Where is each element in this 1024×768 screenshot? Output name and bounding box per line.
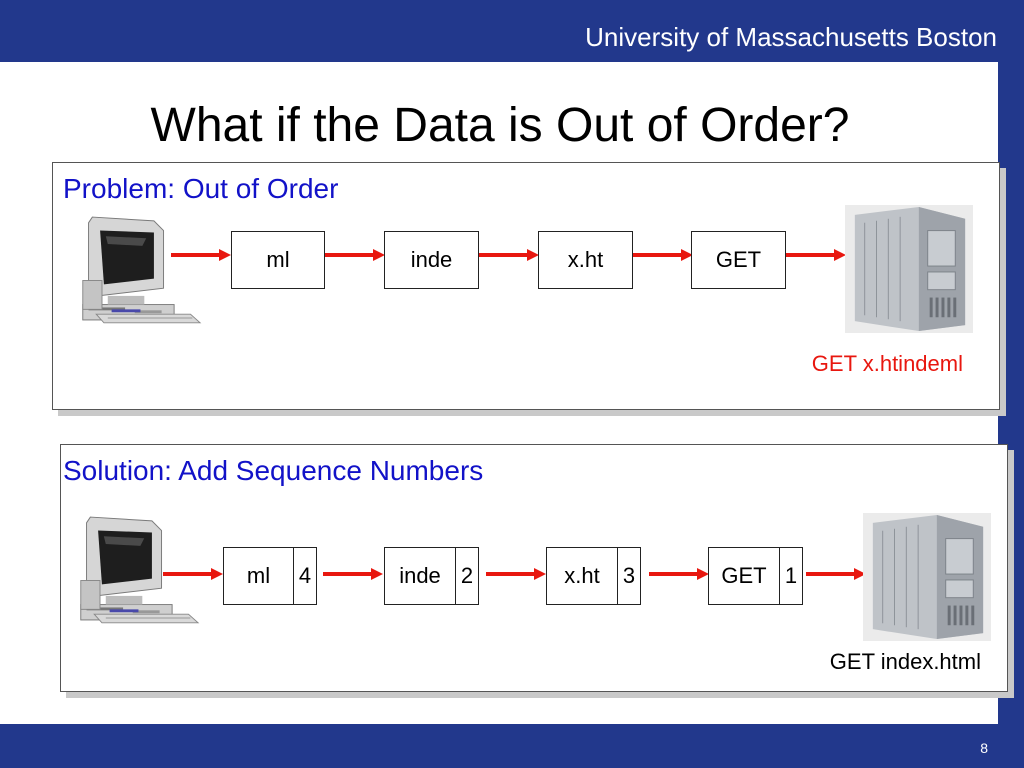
university-name: University of Massachusetts Boston [585, 22, 997, 52]
arrow-icon [479, 249, 539, 261]
sequence-number: 3 [617, 548, 640, 604]
arrow-icon [171, 249, 231, 261]
solution-panel: Solution: Add Sequence Numbers ml 4 inde… [60, 444, 1008, 692]
packet-data: GET [721, 563, 767, 588]
packet-data: inde [399, 563, 441, 588]
sequenced-packet: inde 2 [384, 547, 479, 605]
arrow-icon [649, 568, 709, 580]
arrow-icon [163, 568, 223, 580]
solution-heading: Solution: Add Sequence Numbers [63, 455, 484, 486]
problem-result: GET x.htindeml [811, 351, 963, 376]
packet-data: x.ht [564, 563, 600, 588]
packet: ml [231, 231, 325, 289]
arrow-icon [806, 568, 866, 580]
arrow-icon [486, 568, 546, 580]
header-bar: University of Massachusetts Boston [0, 0, 1024, 62]
arrow-icon [323, 568, 383, 580]
solution-result: GET index.html [829, 649, 981, 674]
desktop-computer-icon [77, 211, 202, 326]
sequenced-packet: ml 4 [223, 547, 317, 605]
sequence-number: 4 [293, 548, 316, 604]
packet-data: ml [246, 563, 271, 588]
sequenced-packet: GET 1 [708, 547, 803, 605]
problem-panel: Problem: Out of Order ml inde x.ht GET G… [52, 162, 1000, 410]
packet: x.ht [538, 231, 633, 289]
packet: GET [691, 231, 786, 289]
server-tower-icon [863, 513, 991, 641]
server-tower-icon [845, 205, 973, 333]
arrow-icon [325, 249, 385, 261]
sequence-number: 1 [779, 548, 802, 604]
slide-title: What if the Data is Out of Order? [150, 99, 850, 152]
footer-bar: 8 [0, 724, 1024, 768]
sequence-number: 2 [455, 548, 478, 604]
sequenced-packet: x.ht 3 [546, 547, 641, 605]
problem-heading: Problem: Out of Order [63, 173, 339, 204]
page-number: 8 [980, 740, 988, 756]
arrow-icon [633, 249, 693, 261]
arrow-icon [786, 249, 846, 261]
packet: inde [384, 231, 479, 289]
